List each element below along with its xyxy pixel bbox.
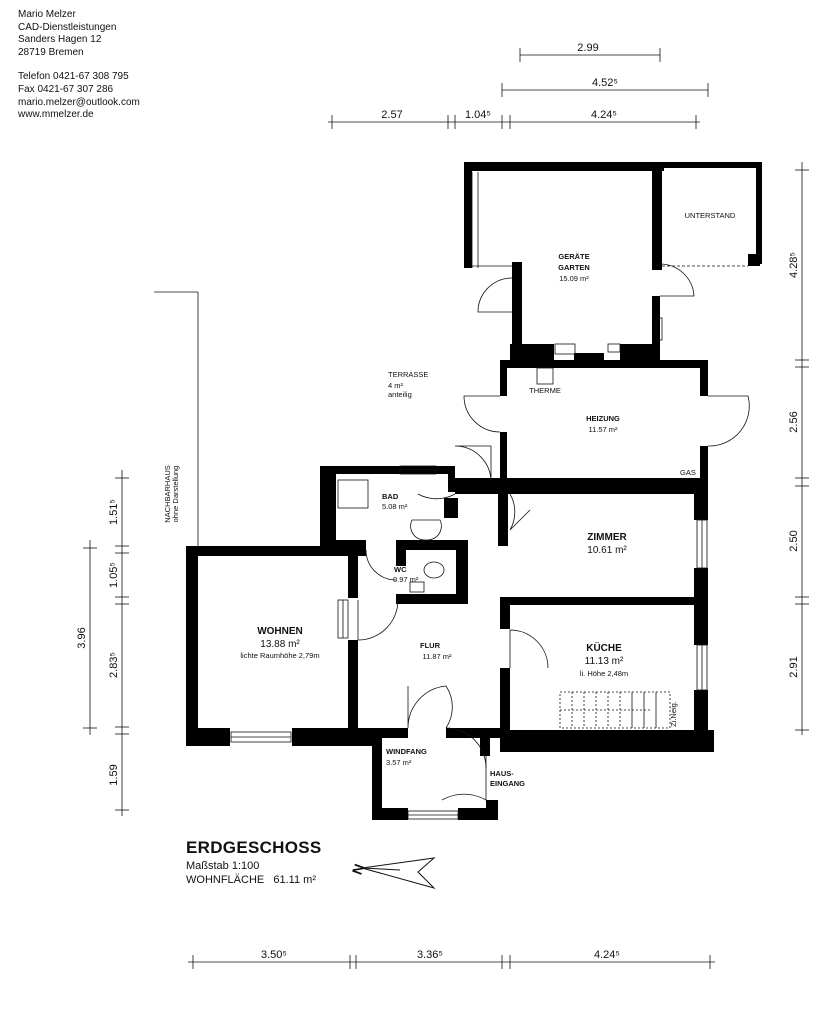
- room-geraete-area: 15.09 m²: [559, 274, 589, 283]
- dim-left-2: 1.05⁵: [108, 562, 120, 588]
- label-haus-2: EINGANG: [490, 779, 525, 788]
- room-terrasse-area: 4 m²: [388, 381, 404, 390]
- room-flur-area: 11.87 m²: [422, 652, 452, 661]
- room-windfang: WINDFANG: [386, 747, 427, 756]
- room-zimmer: ZIMMER: [587, 532, 627, 543]
- dim-right-4: 2.91: [788, 656, 800, 677]
- windows-and-doors: [230, 172, 750, 820]
- dim-left-1: 1.51⁵: [108, 499, 120, 525]
- room-wohnen-area: 13.88 m²: [260, 639, 300, 650]
- contact-street: Sanders Hagen 12: [18, 34, 102, 46]
- dim-top-4: 1.04⁵: [465, 109, 491, 121]
- room-bad-area: 5.08 m²: [382, 502, 408, 511]
- label-gas: GAS: [680, 468, 696, 477]
- room-wohnen: WOHNEN: [257, 626, 303, 637]
- room-windfang-area: 3.57 m²: [386, 758, 412, 767]
- dim-bottom-2: 3.36⁵: [417, 949, 443, 961]
- dim-right-1: 4.28⁵: [788, 252, 800, 278]
- room-wc: WC: [394, 565, 407, 574]
- contact-name: Mario Melzer: [18, 9, 76, 20]
- room-kueche: KÜCHE: [586, 641, 622, 654]
- label-nachbar-1: NACHBARHAUS: [163, 465, 172, 523]
- contact-phone: Telefon 0421-67 308 795: [18, 71, 129, 83]
- plan-title: ERDGESCHOSS: [186, 838, 322, 857]
- dim-left-5: 1.59: [108, 764, 120, 785]
- contact-web[interactable]: www.mmelzer.de: [18, 109, 94, 121]
- room-geraete-1: GERÄTE: [558, 252, 589, 261]
- contact-company: CAD-Dienstleistungen: [18, 21, 117, 33]
- dim-top-5: 4.24⁵: [591, 109, 617, 121]
- room-bad: BAD: [382, 492, 399, 501]
- room-kueche-area: 11.13 m²: [585, 656, 624, 667]
- dim-right-2: 2.56: [788, 411, 800, 432]
- walls: [186, 162, 762, 820]
- room-wc-area: 0.97 m²: [393, 575, 419, 584]
- room-heizung-area: 11.57 m²: [588, 425, 618, 434]
- label-stairs: Zi.Neig.: [669, 701, 678, 727]
- label-therme: THERME: [529, 386, 561, 395]
- room-zimmer-area: 10.61 m²: [587, 545, 627, 556]
- room-wohnen-note: lichte Raumhöhe 2,79m: [240, 651, 319, 660]
- dim-top-3: 2.57: [381, 109, 402, 121]
- dimension-lines: [83, 48, 809, 969]
- room-heizung: HEIZUNG: [586, 414, 620, 423]
- dim-top-1: 2.99: [577, 42, 598, 54]
- dim-bottom-3: 4.24⁵: [594, 949, 620, 961]
- room-geraete-2: GARTEN: [558, 263, 590, 272]
- dim-left-3: 3.96: [76, 627, 88, 648]
- dim-top-2: 4.52⁵: [592, 77, 618, 89]
- north-arrow: N: [349, 857, 436, 889]
- title-block: ERDGESCHOSS Maßstab 1:100 WOHNFLÄCHE 61.…: [186, 838, 322, 886]
- room-terrasse: TERRASSE: [388, 370, 428, 379]
- contact-block: Mario Melzer CAD-Dienstleistungen Sander…: [18, 9, 140, 122]
- dimension-texts: 2.99 4.52⁵ 2.57 1.04⁵ 4.24⁵ 3.50⁵ 3.36⁵ …: [76, 42, 800, 961]
- contact-email[interactable]: mario.melzer@outlook.com: [18, 96, 140, 108]
- label-nachbar-2: ohne Darstellung: [171, 466, 180, 523]
- contact-fax: Fax 0421-67 307 286: [18, 83, 114, 95]
- north-label: N: [349, 862, 367, 877]
- dim-right-3: 2.50: [788, 530, 800, 551]
- plan-scale: Maßstab 1:100: [186, 860, 260, 872]
- contact-city: 28719 Bremen: [18, 46, 84, 58]
- dim-left-4: 2.83⁵: [108, 652, 120, 678]
- room-labels: GERÄTE GARTEN 15.09 m² UNTERSTAND TERRAS…: [163, 211, 736, 788]
- room-kueche-note: li. Höhe 2,48m: [580, 669, 628, 678]
- label-haus-1: HAUS-: [490, 769, 514, 778]
- plan-living-area: WOHNFLÄCHE 61.11 m²: [186, 874, 316, 886]
- room-terrasse-note: anteilig: [388, 390, 412, 399]
- room-flur: FLUR: [420, 641, 441, 650]
- room-unterstand: UNTERSTAND: [685, 211, 736, 220]
- dim-bottom-1: 3.50⁵: [261, 949, 287, 961]
